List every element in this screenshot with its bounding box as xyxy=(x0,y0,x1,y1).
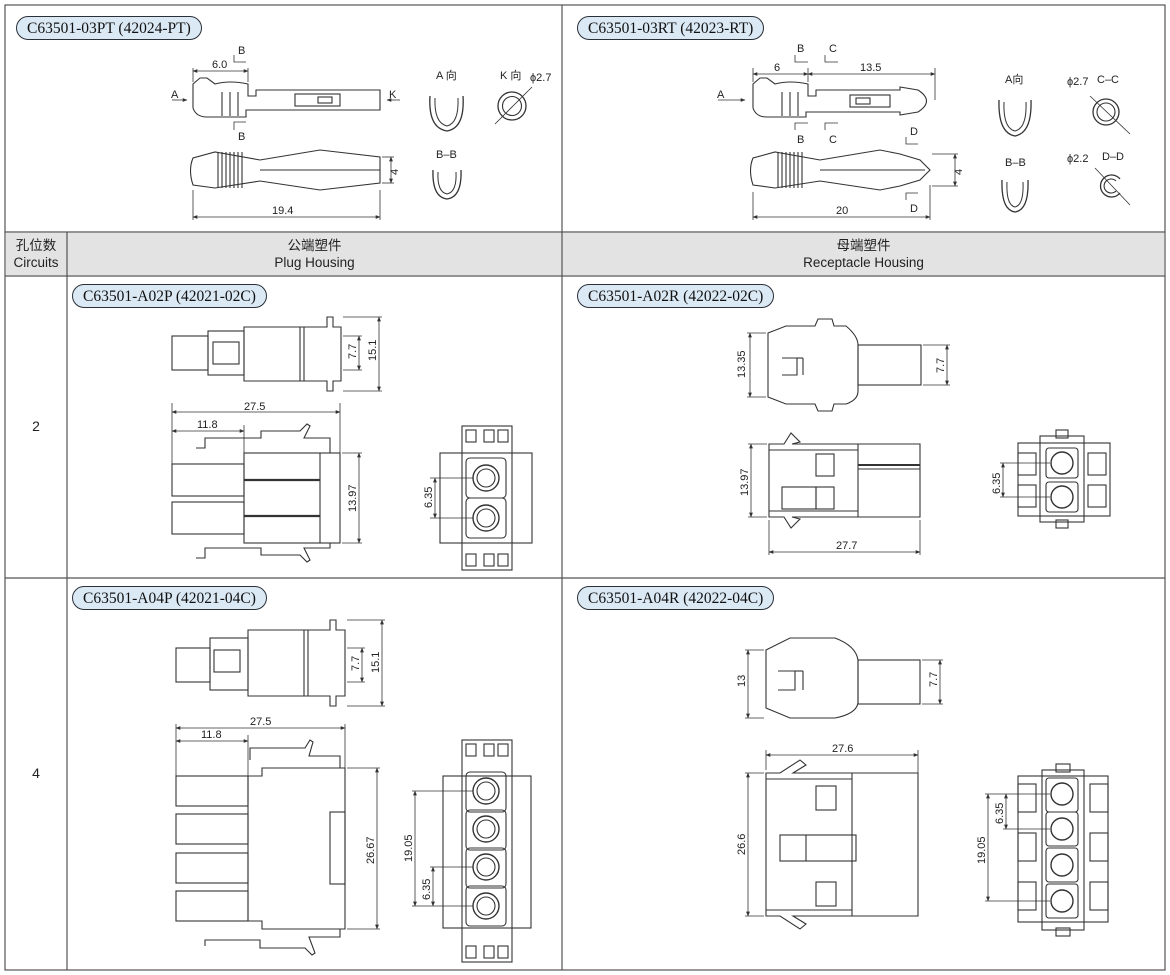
label-rt-d-bot: D xyxy=(910,203,918,215)
dim-p2-wtotal: 27.5 xyxy=(244,401,265,413)
header-circuits-en: Circuits xyxy=(13,255,59,270)
receptacle-2-labels: 13.35 7.7 13.97 27.7 6.35 xyxy=(736,350,1003,552)
dim-p4-h1: 7.7 xyxy=(350,656,362,671)
label-rt-b-top: B xyxy=(797,43,804,55)
dim-rt-w2: 13.5 xyxy=(860,62,881,74)
receptacle-4-drawing xyxy=(745,637,1109,937)
part-label-terminal-pt: C63501-03PT (42024-PT) xyxy=(16,16,202,40)
label-pt-k-dir: K 向 xyxy=(500,68,521,82)
header-receptacle-en: Receptacle Housing xyxy=(803,255,924,270)
dim-r2-pitch: 6.35 xyxy=(991,473,1003,494)
dim-p4-pitch: 6.35 xyxy=(421,879,433,900)
dim-rt-dia1: ϕ2.7 xyxy=(1067,76,1088,88)
label-rt-d-top: D xyxy=(910,126,918,138)
dim-rt-len: 20 xyxy=(836,205,848,217)
dim-p4-wpart: 11.8 xyxy=(201,729,222,741)
dim-pt-dia: ϕ2.7 xyxy=(530,72,551,84)
terminal-rt-labels: 6 13.5 20 4 ϕ2.7 ϕ2.2 B B C C D D A A向 C… xyxy=(717,43,1124,217)
label-rt-c-bot: C xyxy=(829,134,837,146)
label-pt-a: A xyxy=(171,89,179,101)
header-receptacle: 母端塑件 Receptacle Housing xyxy=(562,237,1165,271)
dim-r2-h3: 13.97 xyxy=(739,468,751,496)
dim-rt-w1: 6 xyxy=(774,62,780,74)
header-plug-cn: 公端塑件 xyxy=(287,238,342,253)
label-rt-a-dir: A向 xyxy=(1005,72,1023,86)
dim-p4-wtotal: 27.5 xyxy=(250,716,271,728)
part-label-receptacle-2: C63501-A02R (42022-02C) xyxy=(577,284,775,308)
part-label-plug-4: C63501-A04P (42021-04C) xyxy=(72,586,267,610)
dim-r4-h2: 7.7 xyxy=(928,672,940,687)
plug-4-labels: 7.7 15.1 27.5 11.8 26.67 19.05 6.35 xyxy=(201,652,433,900)
label-pt-b-bot: B xyxy=(238,131,245,143)
dim-r2-h2: 7.7 xyxy=(935,358,947,373)
label-rt-dd: D–D xyxy=(1102,151,1124,163)
dim-p4-h2: 15.1 xyxy=(370,652,382,673)
label-pt-bb: B–B xyxy=(436,149,457,161)
label-rt-bb: B–B xyxy=(1005,157,1026,169)
dim-p2-wpart: 11.8 xyxy=(197,419,218,431)
label-pt-a-dir: A 向 xyxy=(436,68,457,82)
plug-2-drawing xyxy=(171,316,533,571)
receptacle-2-drawing xyxy=(747,318,1111,555)
row-circuits-2: 2 xyxy=(32,418,40,434)
dim-r4-h1: 13 xyxy=(736,675,748,687)
dim-rt-h: 4 xyxy=(953,169,965,175)
terminal-pt-labels: 6.0 19.4 4 ϕ2.7 B B A K A 向 K 向 B–B xyxy=(171,45,551,217)
terminal-rt-drawing xyxy=(718,55,1131,220)
dim-p2-pitch: 6.35 xyxy=(423,487,435,508)
dim-r4-pitch: 6.35 xyxy=(994,803,1006,824)
dim-rt-dia2: ϕ2.2 xyxy=(1067,153,1088,165)
dim-pt-h: 4 xyxy=(389,169,401,175)
dim-r4-w: 27.6 xyxy=(832,743,853,755)
header-circuits-cn: 孔位数 xyxy=(15,238,57,253)
dim-p4-span: 19.05 xyxy=(403,834,415,862)
dim-r2-h1: 13.35 xyxy=(736,350,748,378)
header-receptacle-cn: 母端塑件 xyxy=(836,238,891,253)
terminal-pt-drawing xyxy=(172,55,533,220)
label-rt-c-top: C xyxy=(829,43,837,55)
label-rt-cc: C–C xyxy=(1097,74,1119,86)
header-plug: 公端塑件 Plug Housing xyxy=(67,237,562,271)
label-rt-a: A xyxy=(717,89,725,101)
part-label-plug-2: C63501-A02P (42021-02C) xyxy=(72,284,267,308)
label-pt-k: K xyxy=(389,89,397,101)
receptacle-4-labels: 13 7.7 27.6 26.6 6.35 19.05 xyxy=(736,672,1006,864)
dim-pt-len: 19.4 xyxy=(272,205,293,217)
plug-4-drawing xyxy=(175,619,532,963)
label-rt-b-bot: B xyxy=(797,134,804,146)
dim-p2-h3: 13.97 xyxy=(347,484,359,512)
plug-2-labels: 7.7 15.1 27.5 11.8 13.97 6.35 xyxy=(197,340,435,512)
dim-p4-h3: 26.67 xyxy=(365,836,377,864)
part-label-terminal-rt: C63501-03RT (42023-RT) xyxy=(577,16,765,40)
dim-r4-span: 19.05 xyxy=(976,836,988,864)
label-pt-b-top: B xyxy=(238,45,245,57)
table-grid xyxy=(4,4,1166,971)
dim-r4-h3: 26.6 xyxy=(736,834,748,855)
row-circuits-4: 4 xyxy=(32,765,40,781)
dim-p2-h2: 15.1 xyxy=(367,340,379,361)
header-cell-circuits xyxy=(6,233,66,275)
dim-p2-h1: 7.7 xyxy=(347,344,359,359)
dim-r2-w: 27.7 xyxy=(836,540,857,552)
header-circuits: 孔位数 Circuits xyxy=(6,237,66,271)
header-bar xyxy=(67,233,1164,275)
dim-pt-w1: 6.0 xyxy=(212,59,227,71)
header-plug-en: Plug Housing xyxy=(274,255,355,270)
part-label-receptacle-4: C63501-A04R (42022-04C) xyxy=(577,586,775,610)
